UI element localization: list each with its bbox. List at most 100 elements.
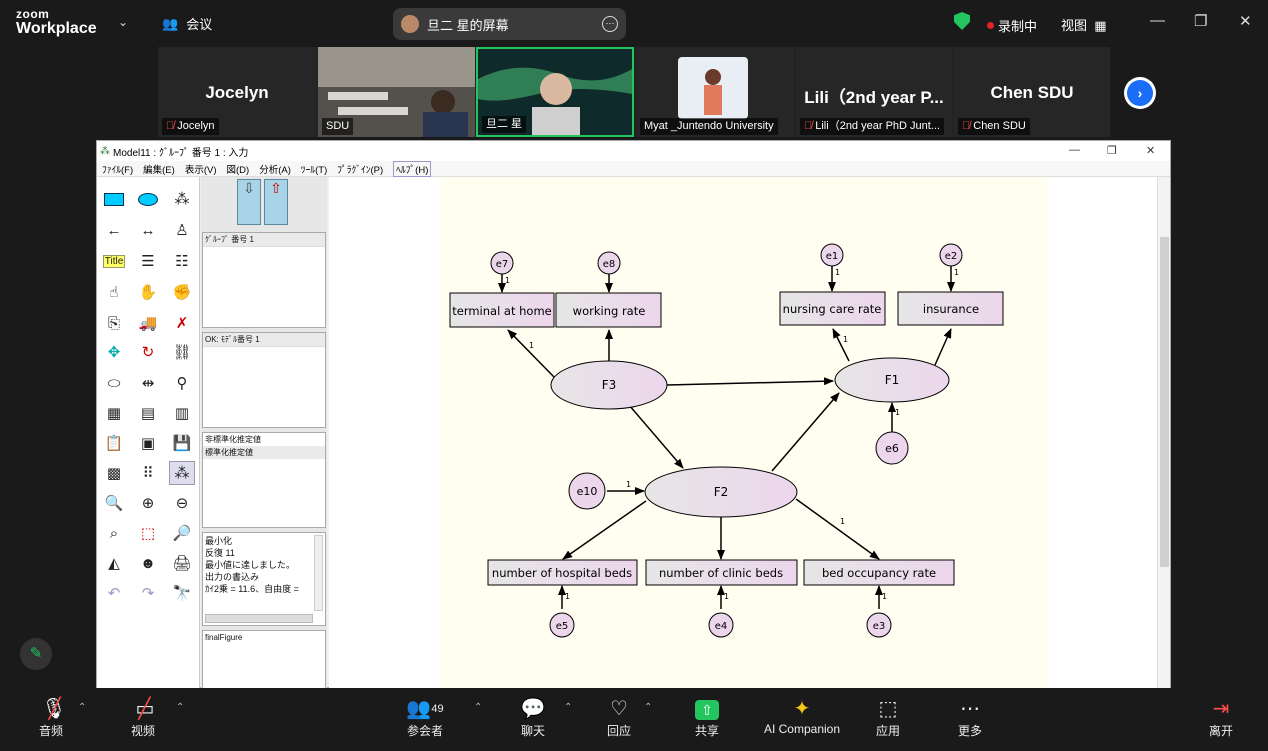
zoom-page-icon[interactable]: ⌕ <box>109 524 119 542</box>
caret-up-icon[interactable]: ⌃ <box>644 702 653 713</box>
log-vscrollbar[interactable] <box>314 535 323 611</box>
amos-restore-icon[interactable]: ❐ <box>1107 145 1117 157</box>
participant-tile[interactable]: SDU <box>318 47 475 137</box>
move-icon[interactable]: 🚚 <box>138 315 158 332</box>
zoom-in-icon[interactable]: ⊕ <box>141 495 155 512</box>
chat-button[interactable]: 💬 聊天 ⌃ <box>488 696 578 739</box>
participant-tile[interactable]: Lili（2nd year P... 🎙̸Lili（2nd year PhD J… <box>796 47 952 137</box>
annotate-pencil-icon[interactable]: ✎ <box>20 638 52 670</box>
select-one-icon[interactable]: ☝ <box>109 284 119 301</box>
caret-up-icon[interactable]: ⌃ <box>78 702 87 713</box>
duplicate-icon[interactable]: ⎘ <box>107 314 120 332</box>
amos-close-icon[interactable]: ✕ <box>1146 145 1156 157</box>
participant-tile[interactable]: Myat _Juntendo University <box>636 47 794 137</box>
error-term[interactable] <box>549 612 575 638</box>
observed-variable[interactable] <box>645 559 798 586</box>
minimize-icon[interactable]: — <box>1150 12 1165 29</box>
bayesian-icon[interactable]: ◭ <box>108 555 120 572</box>
observed-variable[interactable] <box>803 559 955 586</box>
participant-tile[interactable]: Jocelyn 🎙̸Jocelyn <box>158 47 316 137</box>
error-term[interactable] <box>597 251 621 275</box>
zoom-out-icon[interactable]: ⊖ <box>175 495 189 512</box>
log-hscrollbar[interactable] <box>205 614 313 623</box>
group-panel-item[interactable]: ｸﾞﾙｰﾌﾟ 番号 1 <box>203 233 325 247</box>
reflect-icon[interactable]: ⛓ <box>172 344 192 361</box>
caret-up-icon[interactable]: ⌃ <box>564 702 573 713</box>
deselect-icon[interactable]: ✊ <box>172 284 192 301</box>
amos-minimize-icon[interactable]: — <box>1069 144 1080 156</box>
view-output-icon[interactable]: ⇧ <box>264 179 288 225</box>
data-files-icon[interactable]: ▦ <box>106 405 122 422</box>
analysis-properties-icon[interactable]: ▤ <box>140 405 156 422</box>
observed-variable[interactable] <box>487 559 638 586</box>
error-term[interactable] <box>875 431 909 465</box>
error-term[interactable] <box>939 243 963 267</box>
participants-button[interactable]: 👥49 参会者 ⌃ <box>380 696 482 739</box>
video-button[interactable]: ▭╱ 视频 ⌃ <box>98 696 188 739</box>
file-item[interactable]: finalFigure <box>205 633 243 642</box>
menu-file[interactable]: ﾌｧｲﾙ(F) <box>102 164 134 176</box>
participant-tile-active[interactable]: 旦二 星 <box>476 47 634 137</box>
redo-icon[interactable]: ↷ <box>141 585 155 602</box>
draw-latent-icon[interactable] <box>135 187 161 211</box>
path-diagram-canvas[interactable]: terminal at home working rate nursing ca… <box>329 177 1158 689</box>
list-variables-icon[interactable]: ☰ <box>141 253 155 270</box>
standardized-estimates[interactable]: 標準化推定値 <box>203 446 325 459</box>
view-input-icon[interactable]: ⇩ <box>237 179 261 225</box>
view-text-icon[interactable]: ▣ <box>140 435 156 452</box>
restore-icon[interactable]: ❐ <box>1194 13 1208 30</box>
error-term[interactable] <box>866 612 892 638</box>
group-panel[interactable]: ｸﾞﾙｰﾌﾟ 番号 1 <box>202 232 326 328</box>
draw-observed-icon[interactable] <box>101 187 127 211</box>
zoom-area-icon[interactable]: 🔍 <box>104 495 124 512</box>
observed-variable[interactable] <box>779 291 886 326</box>
canvas-vscrollbar[interactable] <box>1157 177 1170 689</box>
print-icon[interactable]: 🖨 <box>172 555 192 572</box>
multiple-group-icon[interactable]: ☻ <box>140 554 156 572</box>
title-tool[interactable]: Title <box>101 249 127 273</box>
path-arrow-icon[interactable]: ← <box>106 221 122 239</box>
security-shield-icon[interactable] <box>954 12 970 30</box>
more-button[interactable]: ⋯ 更多 <box>925 696 1015 739</box>
menu-view[interactable]: 表示(V) <box>184 164 217 176</box>
select-all-icon[interactable]: ✋ <box>138 284 158 301</box>
view-button[interactable]: 视图 ▦ <box>1061 15 1107 34</box>
scroll-icon[interactable]: ⇹ <box>141 375 155 392</box>
model-panel-item[interactable]: OK: ﾓﾃﾞﾙ番号 1 <box>203 333 325 347</box>
apps-button[interactable]: ⬚ 应用 <box>843 696 933 739</box>
save-icon[interactable]: 💾 <box>172 435 192 452</box>
meeting-button[interactable]: 👥 会议 <box>162 14 212 33</box>
list-dataset-icon[interactable]: ☷ <box>175 253 189 270</box>
menu-diagram[interactable]: 図(D) <box>226 164 250 176</box>
observed-variable[interactable] <box>897 291 1004 326</box>
share-button[interactable]: ⇧ 共享 <box>662 696 752 739</box>
preserve-symmetries-icon[interactable]: ⁂ <box>169 461 195 485</box>
leave-button[interactable]: ⇥ 离开 <box>1176 696 1266 739</box>
model-panel[interactable]: OK: ﾓﾃﾞﾙ番号 1 <box>202 332 326 428</box>
estimates-panel[interactable]: 非標準化推定値 標準化推定値 <box>202 432 326 528</box>
screen-share-pill[interactable]: 旦二 星的屏幕 ··· <box>393 8 626 40</box>
latent-variable[interactable] <box>644 466 798 518</box>
menu-tools[interactable]: ﾂｰﾙ(T) <box>300 164 328 176</box>
rotate-icon[interactable]: ↻ <box>141 344 155 361</box>
spec-search-icon[interactable]: 🔭 <box>172 585 192 602</box>
menu-plugins[interactable]: ﾌﾟﾗｸﾞｲﾝ(P) <box>337 164 384 176</box>
latent-variable[interactable] <box>550 360 668 410</box>
chevron-down-icon[interactable]: ⌄ <box>118 15 129 29</box>
next-participants-button[interactable]: › <box>1124 77 1156 109</box>
move-parameter-icon[interactable]: ⬭ <box>107 374 121 392</box>
draw-indicator-icon[interactable]: ⁂ <box>174 191 190 208</box>
object-properties-icon[interactable]: ▩ <box>106 465 122 482</box>
caret-up-icon[interactable]: ⌃ <box>474 702 483 713</box>
undo-icon[interactable]: ↶ <box>107 585 121 602</box>
clipboard-icon[interactable]: 📋 <box>104 435 124 452</box>
error-term[interactable] <box>820 243 844 267</box>
menu-help[interactable]: ﾍﾙﾌﾟ(H) <box>393 160 432 177</box>
unstandardized-estimates[interactable]: 非標準化推定値 <box>205 435 261 444</box>
participant-tile[interactable]: Chen SDU 🎙̸Chen SDU <box>954 47 1110 137</box>
error-term[interactable] <box>708 612 734 638</box>
react-button[interactable]: ♡ 回应 ⌃ <box>574 696 664 739</box>
erase-icon[interactable]: ✗ <box>175 315 189 332</box>
more-options-icon[interactable]: ··· <box>602 16 618 32</box>
audio-button[interactable]: 🎙╱ 音频 ⌃ <box>6 696 96 739</box>
